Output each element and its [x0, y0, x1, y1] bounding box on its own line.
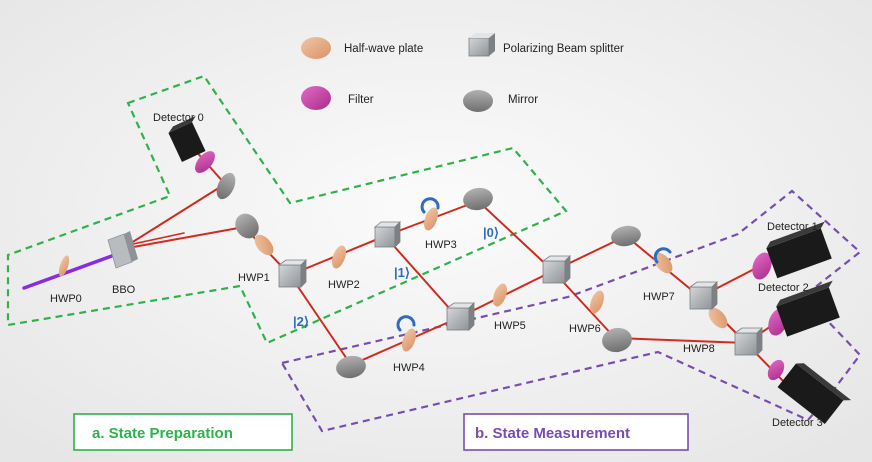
beam-bbo-to-detector0 [119, 183, 226, 251]
beam-pbs2-to-pbs3 [384, 235, 459, 319]
hwp3-plate [424, 207, 438, 231]
beam-bbo-to-mirror1 [121, 226, 245, 250]
legend-mirror-swatch [463, 90, 493, 112]
legend-beam-splitter-label: Polarizing Beam splitter [503, 43, 624, 55]
measurement-region-outline [280, 189, 862, 433]
bbo-label: BBO [112, 284, 136, 296]
filter-detector0 [195, 151, 215, 173]
beam-pbs1-to-mirror-bottom [289, 274, 352, 366]
pbs-2 [373, 221, 401, 248]
legend-filter-label: Filter [348, 94, 374, 106]
bbo-crystal [107, 231, 138, 269]
pump-beam [22, 251, 122, 290]
measurement-title: b. State Measurement [475, 425, 630, 442]
hwp5-plate [493, 283, 507, 307]
legend: Half-wave plate Polarizing Beam splitter… [301, 33, 624, 112]
beam-bbo-short-arm [123, 232, 185, 247]
hwp1-label: HWP1 [238, 272, 270, 284]
detector-3-label: Detector 3 [772, 417, 823, 429]
pbs-1 [277, 259, 307, 288]
hwp8-label: HWP8 [683, 343, 715, 355]
ket-1-label: |1⟩ [394, 265, 410, 280]
filter-detector3 [767, 359, 785, 381]
half-wave-plates [58, 207, 728, 352]
detector-1-body [766, 221, 832, 279]
component-labels: HWP0 BBO HWP1 HWP2 HWP3 HWP4 HWP5 HWP6 H… [50, 239, 715, 374]
path-state-labels: |0⟩ |1⟩ |2⟩ [293, 225, 499, 329]
ket-0-label: |0⟩ [483, 225, 499, 240]
preparation-title: a. State Preparation [92, 425, 233, 442]
legend-beam-splitter-swatch [468, 33, 495, 57]
pbs-4 [541, 255, 571, 284]
beam-splitters [277, 221, 763, 356]
hwp4-plate [402, 328, 416, 352]
hwp6-label: HWP6 [569, 323, 601, 335]
preparation-title-box: a. State Preparation [73, 413, 293, 451]
filters [195, 151, 788, 381]
measurement-title-box: b. State Measurement [463, 413, 689, 451]
hwp4-label: HWP4 [393, 362, 425, 374]
hwp6-plate [590, 290, 604, 314]
hwp8-plate [708, 307, 728, 329]
legend-mirror-label: Mirror [508, 94, 538, 106]
mirror-right [611, 225, 641, 247]
rotate-arrow-icon [420, 197, 440, 214]
detector-0-label: Detector 0 [153, 112, 204, 124]
hwp2-label: HWP2 [328, 279, 360, 291]
mirrors [216, 172, 641, 379]
rotate-arrow-icon [653, 247, 672, 264]
hwp0-label: HWP0 [50, 293, 82, 305]
hwp7-plate [653, 252, 673, 274]
detector-labels: Detector 0 Detector 1 Detector 2 Detecto… [153, 112, 823, 429]
pbs-6 [733, 327, 763, 356]
hwp0-plate [58, 255, 70, 277]
mirror-top [463, 187, 493, 211]
preparation-region-outline [6, 74, 568, 345]
legend-filter-swatch [301, 86, 331, 110]
rotation-arrows [396, 197, 672, 332]
beam-mirror-lower-to-pbs6 [614, 337, 747, 344]
detector-2-body [776, 280, 840, 337]
mirror-detector0 [216, 172, 236, 200]
pbs-5 [688, 281, 718, 310]
hwp7-label: HWP7 [643, 291, 675, 303]
mirror-1 [235, 213, 259, 239]
legend-half-wave-plate-label: Half-wave plate [344, 43, 423, 55]
legend-half-wave-plate-swatch [301, 37, 331, 59]
detector-3-body [777, 363, 852, 425]
detector-1-label: Detector 1 [767, 221, 818, 233]
mirror-bottom [336, 355, 366, 379]
filter-detector1 [752, 252, 772, 280]
detectors [168, 115, 852, 425]
mirror-lower [602, 327, 632, 353]
hwp2-plate [332, 245, 346, 269]
hwp1-plate [254, 234, 274, 256]
hwp3-label: HWP3 [425, 239, 457, 251]
hwp5-label: HWP5 [494, 320, 526, 332]
ket-2-label: |2⟩ [293, 314, 309, 329]
detector-0-body [168, 115, 206, 162]
rotate-arrow-icon [396, 315, 416, 332]
detector-2-label: Detector 2 [758, 282, 809, 294]
beam-mirror-top-to-pbs4 [477, 200, 554, 272]
pbs-3 [445, 302, 475, 331]
